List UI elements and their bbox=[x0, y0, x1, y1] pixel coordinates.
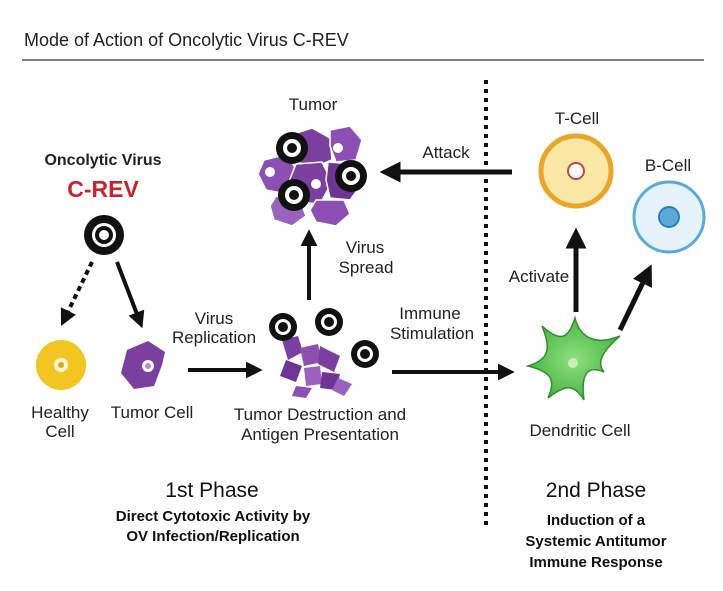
immune-stimulation-label-2: Stimulation bbox=[390, 324, 474, 343]
page-title: Mode of Action of Oncolytic Virus C-REV bbox=[24, 30, 349, 50]
virus-name: C-REV bbox=[67, 176, 139, 202]
virus-particle-icon bbox=[276, 132, 308, 164]
arrow-activate-b-cell bbox=[617, 264, 652, 332]
virus-spread-label-2: Spread bbox=[339, 258, 394, 277]
destruction-label-2: Antigen Presentation bbox=[241, 425, 399, 444]
dendritic-cell-icon bbox=[525, 315, 621, 401]
dendritic-cell-label: Dendritic Cell bbox=[529, 421, 630, 440]
t-cell-label: T-Cell bbox=[555, 109, 599, 128]
t-cell-icon bbox=[538, 133, 614, 209]
tumor-cell-label: Tumor Cell bbox=[111, 403, 194, 422]
phase-2-line-3: Immune Response bbox=[529, 554, 662, 571]
arrow-virus-to-healthy bbox=[60, 261, 94, 327]
activate-label: Activate bbox=[509, 267, 569, 286]
phase-2-line-2: Systemic Antitumor bbox=[525, 533, 666, 550]
b-cell-label: B-Cell bbox=[645, 156, 691, 175]
healthy-cell-label-2: Cell bbox=[45, 422, 74, 441]
destruction-label-1: Tumor Destruction and bbox=[234, 405, 406, 424]
virus-particle-icon bbox=[335, 160, 367, 192]
virus-spread-label-1: Virus bbox=[346, 238, 384, 257]
virus-particle-icon bbox=[315, 308, 343, 336]
tumor-cell-icon bbox=[121, 341, 165, 389]
virus-replication-label-2: Replication bbox=[172, 328, 256, 347]
arrow-virus-to-tumor-cell bbox=[115, 261, 145, 329]
phase-2-heading: 2nd Phase bbox=[546, 479, 646, 502]
immune-stimulation-label-1: Immune bbox=[399, 304, 460, 323]
healthy-cell-icon bbox=[36, 340, 86, 390]
phase-2-line-1: Induction of a bbox=[547, 512, 646, 529]
virus-particle-icon bbox=[351, 340, 379, 368]
phase-1-line-2: OV Infection/Replication bbox=[126, 528, 299, 545]
tumor-label: Tumor bbox=[289, 95, 338, 114]
tumor-destruction-icon bbox=[280, 336, 352, 398]
virus-caption: Oncolytic Virus bbox=[44, 152, 161, 169]
healthy-cell-label-1: Healthy bbox=[31, 403, 89, 422]
b-cell-icon bbox=[632, 180, 706, 254]
virus-particle-icon bbox=[269, 313, 297, 341]
phase-1-heading: 1st Phase bbox=[165, 479, 258, 502]
virus-replication-label-1: Virus bbox=[195, 309, 233, 328]
virus-particle-icon bbox=[278, 179, 310, 211]
phase-1-line-1: Direct Cytotoxic Activity by bbox=[116, 508, 311, 525]
attack-label: Attack bbox=[422, 143, 470, 162]
oncolytic-virus-icon bbox=[84, 215, 124, 255]
